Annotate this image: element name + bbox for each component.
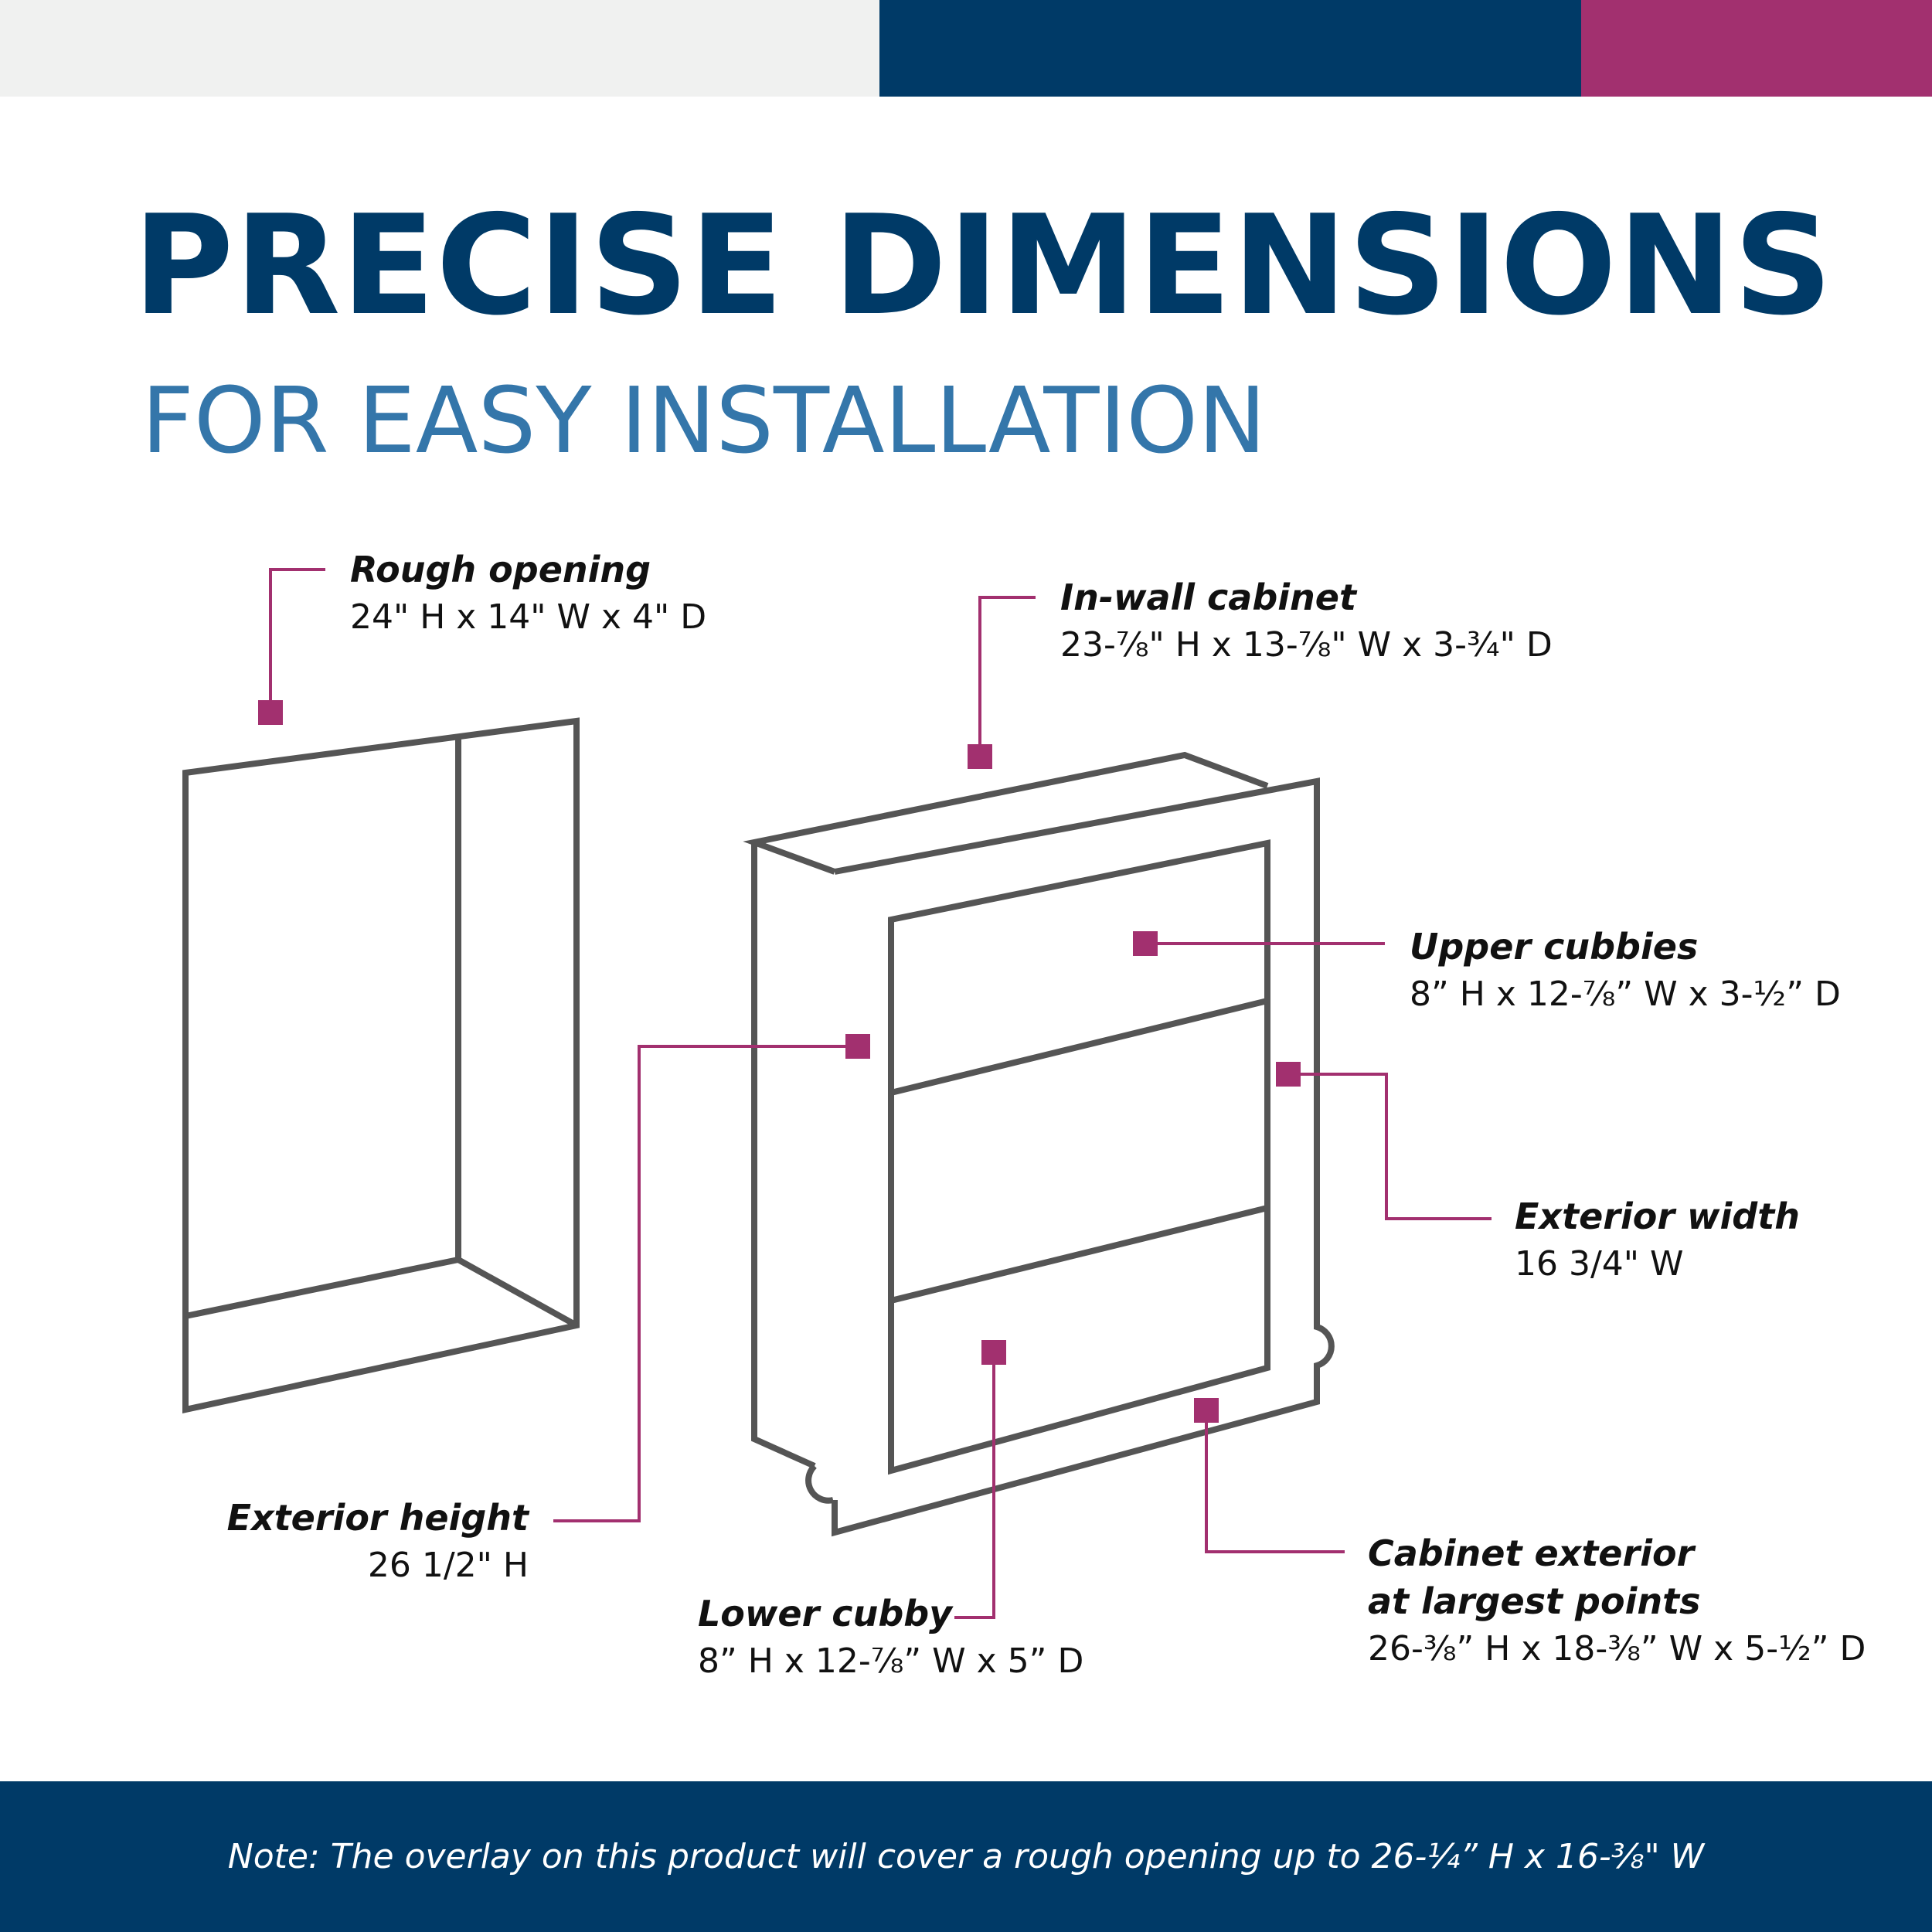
callout-title: Upper cubbies (1410, 926, 1699, 968)
leader-lines (269, 568, 1492, 1619)
page-subtitle: FOR EASY INSTALLATION (141, 367, 1267, 474)
callout-lower-cubby: Lower cubby 8” H x 12-⅞” W x 5” D (698, 1590, 1083, 1685)
callout-title: Cabinet exterior (1368, 1532, 1695, 1574)
marker-upper-cubbies (1133, 931, 1158, 956)
callout-title: Exterior height (226, 1497, 529, 1539)
marker-cabinet-exterior (1194, 1398, 1219, 1423)
footer-note: Note: The overlay on this product will c… (227, 1837, 1705, 1876)
rough-opening-drawing (182, 717, 580, 1413)
callout-title: Lower cubby (698, 1593, 953, 1634)
marker-exterior-width (1276, 1062, 1301, 1087)
callout-dims: 26 1/2" H (367, 1546, 529, 1585)
callout-dims: 8” H x 12-⅞” W x 5” D (698, 1641, 1084, 1681)
callout-cabinet-exterior: Cabinet exterior at largest points 26-⅜”… (1368, 1529, 1866, 1673)
callout-exterior-height: Exterior height 26 1/2" H (227, 1494, 529, 1590)
marker-rough-opening (258, 700, 283, 725)
footer-banner: Note: The overlay on this product will c… (0, 1781, 1932, 1932)
marker-lower-cubby (981, 1340, 1006, 1365)
page-title: PRECISE DIMENSIONS (133, 185, 1834, 345)
callout-title: Rough opening (350, 549, 651, 590)
callout-markers (258, 700, 1301, 1423)
cabinet-drawing (743, 751, 1335, 1537)
top-bar-gray (0, 0, 879, 97)
callout-rough-opening: Rough opening 24" H x 14" W x 4" D (350, 546, 706, 641)
callout-title: In-wall cabinet (1060, 577, 1356, 618)
top-bar-magenta (1581, 0, 1932, 97)
callout-dims: 23-⅞" H x 13-⅞" W x 3-¾" D (1060, 625, 1553, 665)
callout-exterior-width: Exterior width 16 3/4" W (1515, 1192, 1800, 1288)
marker-in-wall-cabinet (968, 744, 992, 769)
callout-in-wall-cabinet: In-wall cabinet 23-⅞" H x 13-⅞" W x 3-¾"… (1060, 573, 1553, 669)
top-bar-navy (879, 0, 1581, 97)
marker-exterior-height (845, 1034, 870, 1059)
callout-dims: 26-⅜” H x 18-⅜” W x 5-½” D (1368, 1629, 1866, 1668)
callout-dims: 8” H x 12-⅞” W x 3-½” D (1410, 975, 1841, 1014)
callout-dims: 16 3/4" W (1515, 1244, 1684, 1284)
callout-title: Exterior width (1515, 1196, 1800, 1237)
callout-upper-cubbies: Upper cubbies 8” H x 12-⅞” W x 3-½” D (1410, 923, 1841, 1019)
callout-dims: 24" H x 14" W x 4" D (350, 597, 707, 637)
callout-title-line2: at largest points (1368, 1580, 1701, 1622)
